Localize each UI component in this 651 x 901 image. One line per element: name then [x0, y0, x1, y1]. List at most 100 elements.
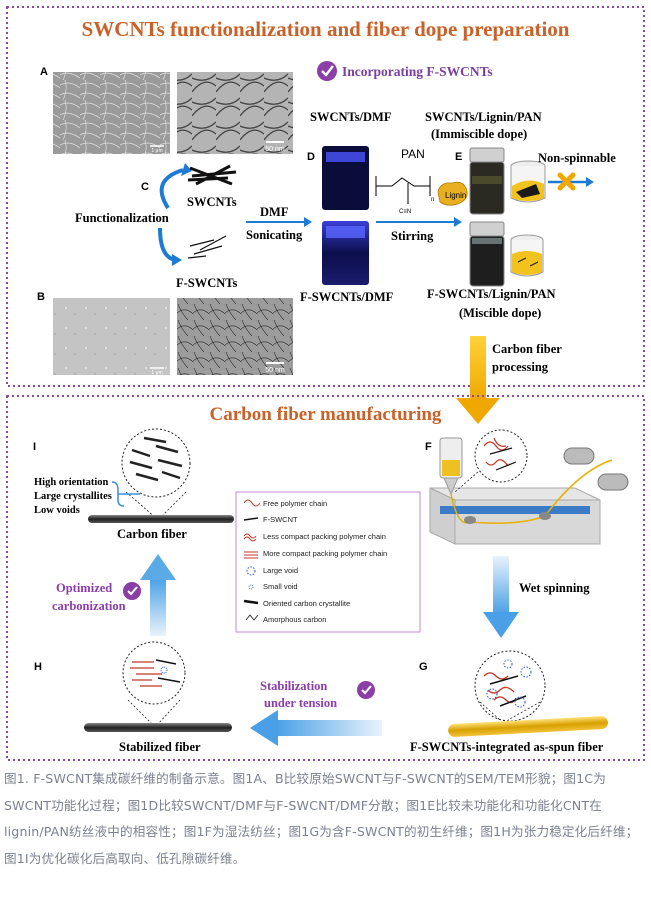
- carbon-fiber-processing-1: Carbon fiber: [492, 342, 562, 356]
- legend-box: [235, 491, 421, 633]
- panel-letter-e: E: [455, 151, 462, 163]
- miscible-title: F-SWCNTs/Lignin/PAN: [427, 287, 556, 301]
- jar-miscible: [510, 234, 544, 277]
- pan-structure: [375, 176, 431, 204]
- legend-item-large-void: Large void: [263, 566, 298, 575]
- zoom-guide: [479, 701, 501, 721]
- stabilized-fiber-label: Stabilized fiber: [119, 740, 201, 754]
- wet-spinning-arrow: [483, 556, 519, 638]
- scale-label-b-right: 50 nm: [265, 367, 285, 374]
- sem-image-fswcnt: [53, 298, 170, 375]
- swcnt-bundle: [187, 164, 237, 186]
- arrow-head: [454, 217, 462, 227]
- carbon-fiber-label: Carbon fiber: [117, 527, 187, 541]
- oriented-crystallites: [129, 436, 183, 482]
- arrow-head: [586, 177, 594, 187]
- panel-letter-h: H: [34, 661, 42, 673]
- figure-caption: 图1. F-SWCNT集成碳纤维的制备示意。图1A、B比较原始SWCNT与F-S…: [4, 771, 639, 866]
- panel-letter-f: F: [425, 441, 432, 453]
- top-panel-border: [6, 6, 645, 387]
- vial-miscible: [469, 221, 505, 287]
- as-spun-fiber-label: F-SWCNTs-integrated as-spun fiber: [410, 740, 604, 754]
- processing-arrow: [456, 336, 500, 424]
- panel-letter-g: G: [419, 661, 428, 673]
- jar-immiscible: [510, 160, 546, 203]
- panel-letter-d: D: [307, 151, 315, 163]
- check-circle-icon: [317, 61, 337, 81]
- large-crystallites-label: Large crystallites: [34, 491, 112, 502]
- panel-letter-b: B: [37, 291, 45, 303]
- swcnts-label: SWCNTs: [187, 195, 237, 209]
- check-circle-icon: [357, 681, 375, 699]
- optimized-label-2: carbonization: [52, 599, 126, 613]
- pan-label: PAN: [401, 147, 425, 161]
- bottom-panel-border: [6, 395, 645, 761]
- stirring-label: Stirring: [391, 229, 434, 243]
- tem-image-swcnt: [177, 72, 293, 154]
- panel-letter-c: C: [141, 181, 149, 193]
- syringe: [439, 437, 463, 496]
- check-icon: [361, 685, 372, 695]
- scale-label-a-right: 50 nm: [265, 146, 285, 153]
- stabilized-zoom-content: [130, 659, 181, 687]
- lignin-blob: [437, 181, 468, 206]
- dope-zoom: [474, 429, 528, 483]
- dmf-label: DMF: [260, 205, 289, 219]
- arrow-head: [172, 254, 182, 266]
- legend-item-oriented-crystallite: Oriented carbon crystallite: [263, 599, 350, 608]
- top-panel-title: SWCNTs functionalization and fiber dope …: [82, 17, 570, 41]
- check-circle-icon: [123, 582, 141, 600]
- check-icon: [127, 586, 138, 596]
- stabilization-arrow: [250, 710, 382, 746]
- legend-item-free-polymer-chain: Free polymer chain: [263, 499, 327, 508]
- vial-immiscible: [469, 147, 505, 215]
- zoom-guide: [157, 699, 181, 725]
- legend-item-fswcnt: F-SWCNT: [263, 515, 298, 524]
- low-voids-label: Low voids: [34, 505, 80, 516]
- immiscible-title: SWCNTs/Lignin/PAN: [425, 110, 542, 124]
- roller: [464, 512, 551, 524]
- stabilized-fiber-rod: [84, 723, 232, 732]
- dope-zoom-content: [483, 437, 517, 471]
- miscible-sub: (Miscible dope): [459, 306, 541, 320]
- functionalization-label: Functionalization: [75, 211, 169, 225]
- as-spun-zoom: [474, 650, 546, 722]
- non-spinnable-label: Non-spinnable: [538, 151, 616, 165]
- legend-item-amorphous-carbon: Amorphous carbon: [263, 615, 326, 624]
- swcnts-dmf-label: SWCNTs/DMF: [310, 110, 392, 124]
- lignin-label: Lignin: [445, 191, 466, 200]
- fswcnts-label: F-SWCNTs: [176, 276, 237, 290]
- fswcnts-dmf-label: F-SWCNTs/DMF: [300, 290, 394, 304]
- carbon-fiber-processing-2: processing: [492, 360, 549, 374]
- wet-spinning-label: Wet spinning: [519, 581, 590, 595]
- sonicating-label: Sonicating: [246, 228, 303, 242]
- vial-highlight: [326, 152, 365, 162]
- zoom-guide: [454, 471, 479, 493]
- carbon-fiber-zoom: [121, 428, 191, 498]
- check-icon: [321, 65, 334, 77]
- legend-item-small-void: Small void: [263, 582, 298, 591]
- figure-canvas: SWCNTs functionalization and fiber dope …: [6, 6, 645, 761]
- bottom-panel-title: Carbon fiber manufacturing: [210, 404, 442, 425]
- take-up-rollers: [563, 447, 629, 491]
- stabilization-label-2: under tension: [264, 696, 337, 710]
- optimized-label-1: Optimized: [56, 581, 112, 595]
- panel-letter-a: A: [40, 66, 48, 78]
- stabilized-zoom: [122, 641, 186, 705]
- immiscible-sub: (Immiscible dope): [431, 127, 527, 141]
- carbon-fiber-rod: [88, 515, 234, 523]
- pan-subscript-n: n: [431, 197, 434, 203]
- fswcnt-dispersed: [187, 235, 227, 259]
- stabilization-label-1: Stabilization: [260, 679, 327, 693]
- zoom-guide: [125, 491, 157, 519]
- panel-letter-i: I: [33, 441, 36, 453]
- legend-symbols: [243, 499, 261, 621]
- legend-item-more-compact: More compact packing polymer chain: [263, 549, 387, 558]
- spun-filament: [450, 459, 613, 524]
- arrow-head: [304, 217, 312, 227]
- wet-spinning-bath: [429, 487, 601, 545]
- sem-image-swcnt: [53, 72, 170, 154]
- legend-item-less-compact: Less compact packing polymer chain: [263, 532, 386, 541]
- scale-label-b-left: 1 μm: [151, 370, 162, 376]
- arrow-up: [159, 168, 184, 210]
